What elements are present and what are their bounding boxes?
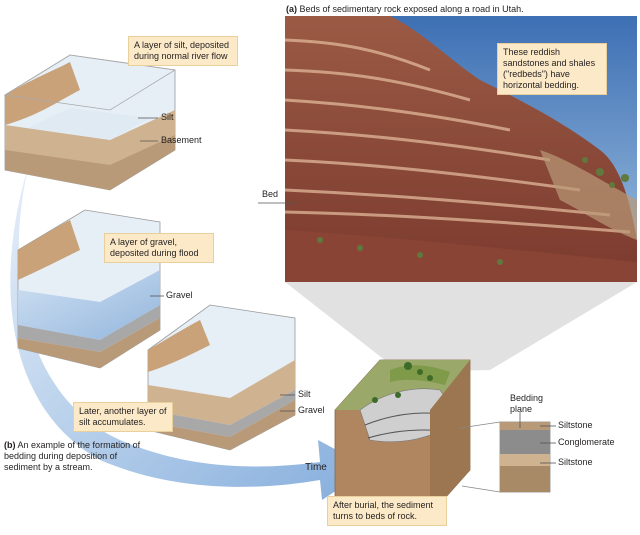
panel-b-caption: (b) An example of the formation of beddi… <box>4 440 154 473</box>
siltstone-top-label: Siltstone <box>558 420 593 430</box>
stage2-gravel-label: Gravel <box>166 290 193 300</box>
photo-caption-letter: (a) <box>286 4 297 14</box>
redbeds-callout: These reddish sandstones and shales ("re… <box>497 43 607 95</box>
stage3-callout: Later, another layer of silt accumulates… <box>73 402 173 432</box>
panel-b-caption-text: An example of the formation of bedding d… <box>4 440 141 472</box>
time-label: Time <box>305 462 327 473</box>
bedding-plane-label: Bedding plane <box>510 393 544 414</box>
stage1-callout: A layer of silt, deposited during normal… <box>128 36 238 66</box>
redbeds-photo <box>284 16 637 282</box>
final-callout: After burial, the sediment turns to beds… <box>327 496 447 526</box>
stage3-block <box>147 304 296 451</box>
stage2-callout: A layer of gravel, deposited during floo… <box>104 233 214 263</box>
bed-label: Bed <box>262 189 279 199</box>
stage3-gravel-label: Gravel <box>298 405 325 415</box>
siltstone-bottom-label: Siltstone <box>558 457 593 467</box>
conglomerate-label: Conglomerate <box>558 437 615 447</box>
stage1-basement-label: Basement <box>161 135 202 145</box>
rock-inset <box>499 421 551 493</box>
panel-b-caption-letter: (b) <box>4 440 16 450</box>
stage1-block <box>3 54 177 191</box>
photo-caption: (a) Beds of sedimentary rock exposed alo… <box>286 4 626 15</box>
stage3-silt-label: Silt <box>298 389 311 399</box>
time-arrow <box>10 160 371 500</box>
stage1-silt-label: Silt <box>161 112 174 122</box>
photo-caption-text: Beds of sedimentary rock exposed along a… <box>299 4 524 14</box>
zoom-funnel <box>285 282 637 372</box>
rock-block <box>334 359 471 516</box>
